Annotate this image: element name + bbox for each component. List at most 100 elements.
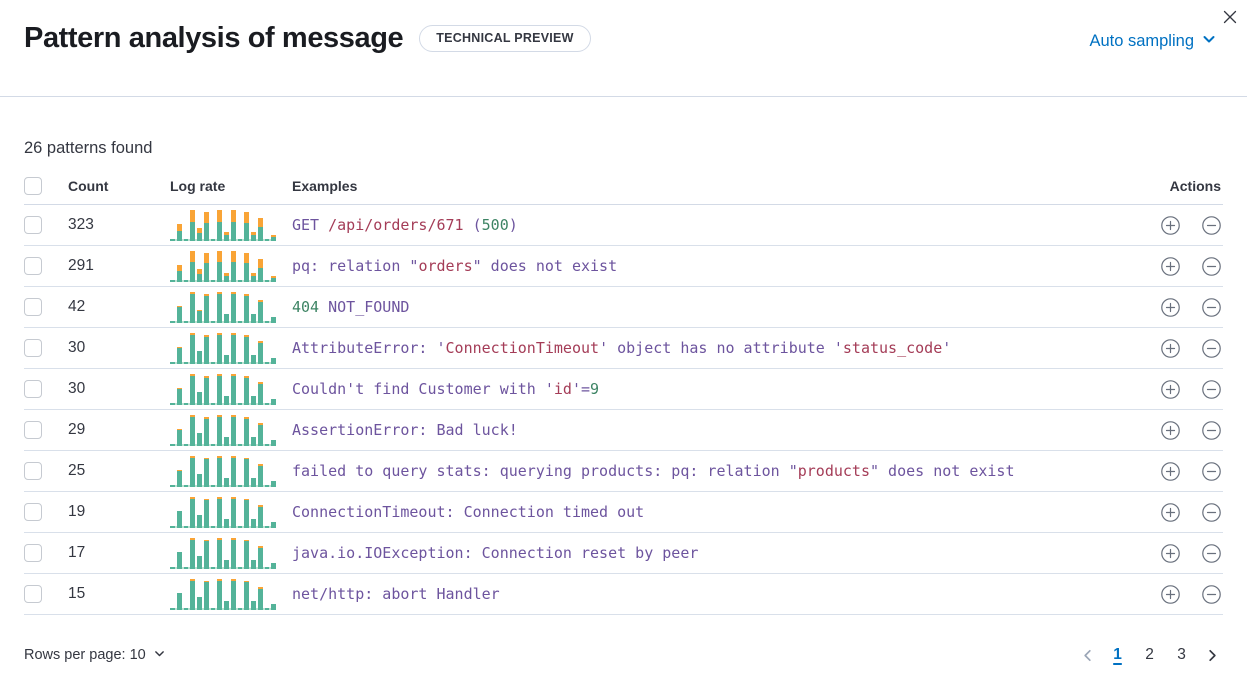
- sparkline-bar: [197, 514, 202, 528]
- filter-in-button plus-in-circle-icon[interactable]: [1161, 461, 1180, 481]
- sampling-dropdown-label: Auto sampling: [1089, 32, 1194, 50]
- sparkline-bar: [271, 562, 276, 569]
- sparkline-bar: [251, 395, 256, 405]
- log-rate-sparkline: [170, 496, 276, 528]
- filter-out-button minus-in-circle-icon[interactable]: [1202, 379, 1221, 399]
- filter-in-button plus-in-circle-icon[interactable]: [1161, 215, 1180, 235]
- row-checkbox[interactable]: [24, 503, 42, 521]
- row-checkbox[interactable]: [24, 462, 42, 480]
- filter-out-button minus-in-circle-icon[interactable]: [1202, 256, 1221, 276]
- log-rate-sparkline: [170, 373, 276, 405]
- filter-in-button plus-in-circle-icon[interactable]: [1161, 379, 1180, 399]
- previous-page-button chevron-left-icon[interactable]: [1076, 644, 1098, 666]
- page-number-button[interactable]: 3: [1169, 642, 1194, 668]
- sparkline-bar: [210, 444, 216, 446]
- sparkline-bar: [217, 292, 222, 323]
- sparkline-bar: [271, 234, 276, 241]
- row-select-cell: [24, 491, 68, 533]
- sparkline-bar: [217, 579, 222, 610]
- row-checkbox[interactable]: [24, 216, 42, 234]
- filter-out-button minus-in-circle-icon[interactable]: [1202, 502, 1221, 522]
- sparkline-bar: [183, 321, 189, 323]
- sparkline-bar: [237, 321, 243, 323]
- filter-out-button minus-in-circle-icon[interactable]: [1202, 584, 1221, 604]
- filter-in-button plus-in-circle-icon[interactable]: [1161, 297, 1180, 317]
- sparkline-bar: [257, 546, 263, 569]
- sparkline-bar: [244, 334, 249, 364]
- filter-in-button plus-in-circle-icon[interactable]: [1161, 584, 1180, 604]
- sparkline-bar: [170, 484, 175, 487]
- filter-out-button minus-in-circle-icon[interactable]: [1202, 215, 1221, 235]
- sparkline-bar: [217, 456, 222, 487]
- sparkline-bar: [244, 498, 249, 528]
- sparkline-bar: [190, 333, 195, 364]
- filter-out-button minus-in-circle-icon[interactable]: [1202, 338, 1221, 358]
- sparkline-bar: [264, 362, 270, 364]
- row-checkbox[interactable]: [24, 544, 42, 562]
- page-number-button[interactable]: 1: [1105, 642, 1130, 668]
- row-checkbox[interactable]: [24, 380, 42, 398]
- sparkline-bar: [217, 497, 222, 528]
- log-rate-sparkline: [170, 291, 276, 323]
- filter-in-button plus-in-circle-icon[interactable]: [1161, 256, 1180, 276]
- sparkline-bar: [257, 341, 263, 364]
- count-value: 19: [68, 491, 170, 533]
- select-all-checkbox[interactable]: [24, 177, 42, 195]
- sparkline-bar: [197, 473, 202, 487]
- filter-out-button minus-in-circle-icon[interactable]: [1202, 543, 1221, 563]
- select-all-header-cell: [24, 173, 68, 205]
- sparkline-bar: [176, 428, 182, 446]
- close-icon[interactable]: [1217, 4, 1243, 30]
- sparkline-bar: [210, 608, 216, 610]
- sparkline-bar: [203, 580, 209, 610]
- sparkline-bar: [230, 497, 236, 528]
- sparkline-bar: [170, 566, 175, 569]
- row-checkbox[interactable]: [24, 298, 42, 316]
- filter-in-button plus-in-circle-icon[interactable]: [1161, 338, 1180, 358]
- sparkline-bar: [230, 292, 236, 323]
- filter-out-button minus-in-circle-icon[interactable]: [1202, 461, 1221, 481]
- sparkline-bar: [210, 485, 216, 487]
- sampling-dropdown[interactable]: Auto sampling: [1089, 31, 1217, 52]
- filter-out-button minus-in-circle-icon[interactable]: [1202, 297, 1221, 317]
- sparkline-bar: [170, 525, 175, 528]
- page-number-button[interactable]: 2: [1137, 642, 1162, 668]
- sparkline-bar: [230, 456, 236, 487]
- sparkline-bar: [176, 223, 182, 241]
- filter-in-button plus-in-circle-icon[interactable]: [1161, 502, 1180, 522]
- row-checkbox[interactable]: [24, 421, 42, 439]
- example-text: AttributeError: 'ConnectionTimeout' obje…: [292, 327, 1131, 369]
- log-rate-cell: [170, 327, 292, 369]
- filter-out-button minus-in-circle-icon[interactable]: [1202, 420, 1221, 440]
- row-checkbox[interactable]: [24, 339, 42, 357]
- flyout-body: 26 patterns found Count Log rate Example…: [0, 139, 1247, 668]
- sparkline-bar: [190, 374, 195, 405]
- sparkline-bar: [217, 333, 222, 364]
- sparkline-bar: [224, 518, 229, 528]
- sparkline-bar: [210, 280, 216, 282]
- filter-in-button plus-in-circle-icon[interactable]: [1161, 420, 1180, 440]
- sparkline-bar: [210, 362, 216, 364]
- sparkline-bar: [203, 539, 209, 569]
- rows-per-page-dropdown[interactable]: Rows per page: 10: [24, 647, 166, 664]
- sparkline-bar: [210, 403, 216, 405]
- sparkline-bar: [217, 415, 222, 446]
- sparkline-bar: [203, 334, 209, 364]
- sparkline-bar: [257, 505, 263, 528]
- sparkline-bar: [251, 477, 256, 487]
- next-page-button chevron-right-icon[interactable]: [1201, 644, 1223, 666]
- sparkline-bar: [170, 279, 175, 282]
- actions-cell: [1131, 450, 1223, 492]
- row-checkbox[interactable]: [24, 257, 42, 275]
- sparkline-bar: [170, 238, 175, 241]
- sparkline-bar: [251, 600, 256, 610]
- filter-in-button plus-in-circle-icon[interactable]: [1161, 543, 1180, 563]
- sparkline-bar: [197, 596, 202, 610]
- row-checkbox[interactable]: [24, 585, 42, 603]
- sparkline-bar: [183, 239, 189, 241]
